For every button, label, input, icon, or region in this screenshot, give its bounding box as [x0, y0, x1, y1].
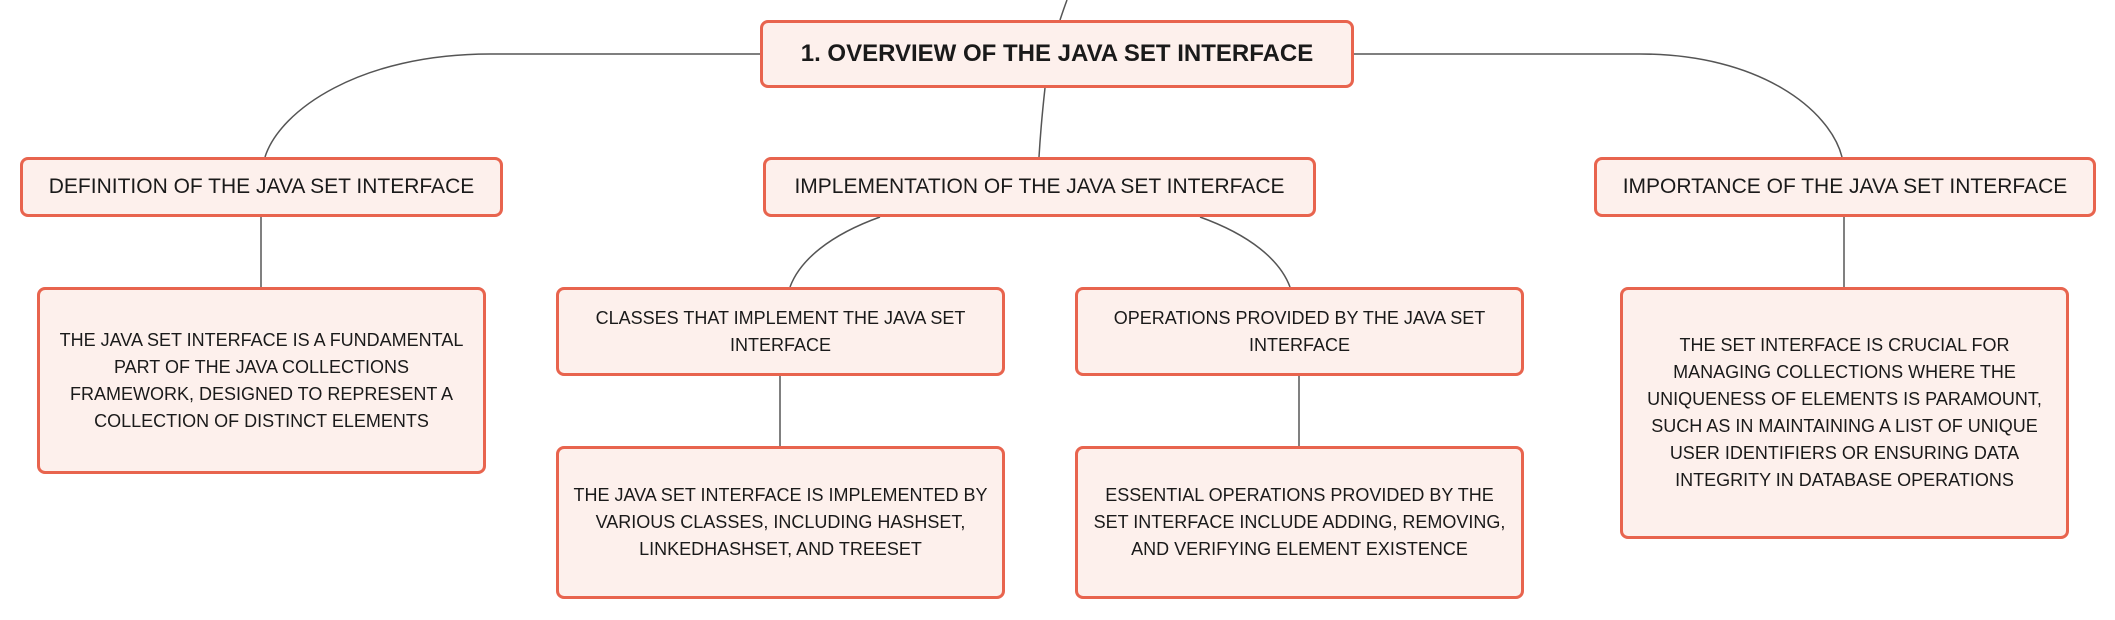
classes-node-label: CLASSES THAT IMPLEMENT THE JAVA SET INTE…: [595, 307, 966, 355]
operations-node-label: OPERATIONS PROVIDED BY THE JAVA SET INTE…: [1113, 307, 1486, 355]
connector-root-definition: [264, 53, 760, 158]
classes-node[interactable]: CLASSES THAT IMPLEMENT THE JAVA SET INTE…: [556, 287, 1005, 376]
root-node[interactable]: 1. OVERVIEW OF THE JAVA SET INTERFACE: [760, 20, 1354, 88]
root-node-label: 1. OVERVIEW OF THE JAVA SET INTERFACE: [800, 40, 1314, 67]
importance-node[interactable]: IMPORTANCE OF THE JAVA SET INTERFACE: [1594, 157, 2096, 217]
classes-detail-node[interactable]: THE JAVA SET INTERFACE IS IMPLEMENTED BY…: [556, 446, 1005, 599]
connector-root-importance: [1354, 53, 1843, 158]
definition-detail-text: THE JAVA SET INTERFACE IS A FUNDAMENTAL …: [59, 329, 464, 431]
importance-detail-node[interactable]: THE SET INTERFACE IS CRUCIAL FOR MANAGIN…: [1620, 287, 2069, 539]
importance-node-label: IMPORTANCE OF THE JAVA SET INTERFACE: [1622, 175, 2068, 198]
definition-detail-node[interactable]: THE JAVA SET INTERFACE IS A FUNDAMENTAL …: [37, 287, 486, 474]
importance-detail-text: THE SET INTERFACE IS CRUCIAL FOR MANAGIN…: [1647, 335, 2042, 490]
implementation-node-label: IMPLEMENTATION OF THE JAVA SET INTERFACE: [794, 175, 1285, 198]
implementation-node[interactable]: IMPLEMENTATION OF THE JAVA SET INTERFACE: [763, 157, 1316, 217]
operations-detail-node[interactable]: ESSENTIAL OPERATIONS PROVIDED BY THE SET…: [1075, 446, 1524, 599]
definition-node[interactable]: DEFINITION OF THE JAVA SET INTERFACE: [20, 157, 503, 217]
operations-detail-text: ESSENTIAL OPERATIONS PROVIDED BY THE SET…: [1093, 485, 1506, 559]
classes-detail-text: THE JAVA SET INTERFACE IS IMPLEMENTED BY…: [573, 485, 988, 559]
connector-implementation-operations: [1199, 216, 1291, 288]
connector-parent-root: [1059, 0, 1068, 21]
definition-node-label: DEFINITION OF THE JAVA SET INTERFACE: [48, 175, 475, 198]
operations-node[interactable]: OPERATIONS PROVIDED BY THE JAVA SET INTE…: [1075, 287, 1524, 376]
connector-implementation-classes: [789, 216, 881, 288]
connector-root-implementation: [1038, 87, 1046, 158]
